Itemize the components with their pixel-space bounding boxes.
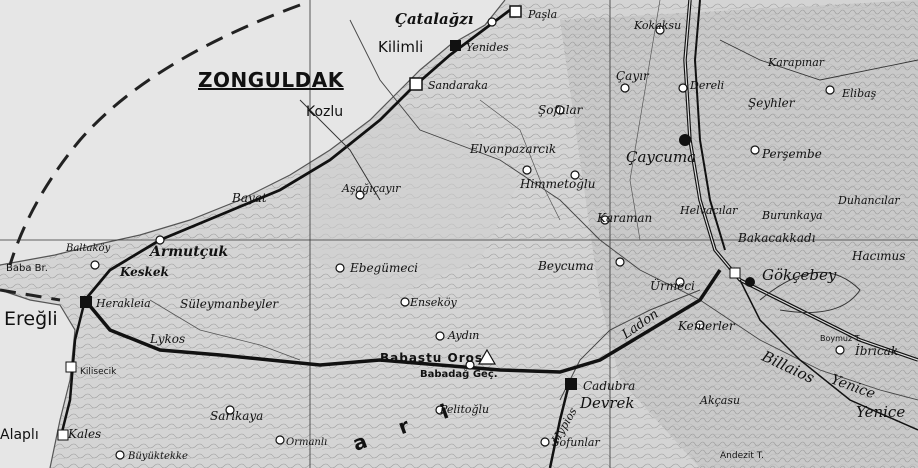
river-filyos: [349, 19, 918, 401]
label-cayir: Çayır: [616, 69, 649, 83]
town-label-devrek[interactable]: Devrek: [580, 394, 635, 412]
city-label-zonguldak[interactable]: ZONGULDAK: [198, 68, 344, 92]
main-road: [83, 269, 722, 374]
label-sarikaya: Sarıkaya: [210, 409, 264, 423]
town-label-alapli[interactable]: Alaplı: [0, 427, 39, 443]
town-label-gokcebey[interactable]: Gökçebey: [762, 266, 837, 284]
label-helvacilar: Helvacılar: [680, 204, 738, 217]
label-ormanli: Ormanlı: [286, 437, 328, 448]
label-herakleia: Herakleia: [96, 297, 151, 310]
label-asagicayir: Aşağıçayır: [342, 182, 401, 195]
label-ibricak: İbricak: [855, 344, 899, 358]
label-andezit: Andezit T.: [720, 451, 765, 461]
label-yenides: Yenides: [466, 41, 509, 54]
label-himmetoglu: Himmetoğlu: [520, 177, 596, 191]
label-pasla: Paşla: [528, 8, 558, 21]
label-boymuz: Boymuz T.: [820, 334, 862, 343]
town-label-caycuma[interactable]: Çaycuma: [626, 148, 697, 166]
black-sea: [0, 0, 505, 265]
label-buyuktekke: Büyüktekke: [128, 451, 188, 462]
label-suleymanbeyler: Süleymanbeyler: [180, 297, 279, 311]
label-hacimus: Hacımus: [852, 249, 906, 263]
label-armutcuk: Armutçuk: [150, 244, 229, 260]
label-sandaraka: Sandaraka: [428, 79, 488, 92]
label-beycuma: Beycuma: [538, 259, 594, 273]
town-label-catalagzi[interactable]: Çatalağzı: [395, 10, 474, 28]
label-ebegumeci: Ebegümeci: [350, 261, 418, 275]
label-burunkaya: Burunkaya: [762, 209, 823, 222]
label-bababurnu: Baba Br.: [6, 263, 48, 274]
town-label-kilimli[interactable]: Kilimli: [378, 38, 424, 56]
label-elvanpazarcik: Elvanpazarcık: [470, 142, 557, 156]
town-marker: [450, 40, 461, 51]
label-sofular: Şofular: [538, 103, 583, 117]
mountain-label-babadag: Babaştu Oros: [380, 351, 484, 365]
label-dereli: Dereli: [690, 79, 725, 92]
label-kilisecik: Kilisecik: [80, 367, 117, 377]
label-kokaksu: Kokaksu: [634, 19, 682, 32]
label-keskek: Keskek: [120, 265, 169, 279]
town-label-yenice[interactable]: Yenice: [856, 403, 906, 421]
label-bakacakkadi: Bakacakkadı: [738, 231, 816, 245]
west-sea: [0, 290, 75, 468]
label-elibas: Elibaş: [842, 87, 877, 100]
village-markers: [90, 17, 845, 460]
label-lykos: Lykos: [150, 332, 186, 346]
label-pelitoglu: Pelitoğlu: [440, 403, 490, 416]
label-duhancilar: Duhancılar: [838, 194, 900, 207]
label-kemerler: Kemerler: [678, 319, 735, 333]
label-bayat: Bayat: [232, 191, 267, 205]
label-persembe: Perşembe: [762, 147, 822, 161]
label-cadubra: Cadubra: [583, 379, 636, 393]
town-label-kozlu[interactable]: Kozlu: [306, 104, 344, 120]
label-kales: Kales: [68, 427, 102, 441]
label-urmeci: Ürmeci: [650, 279, 695, 293]
label-ensekoy: Enseköy: [410, 296, 457, 309]
label-sofunlar: Sofunlar: [552, 436, 600, 449]
label-karapinar: Karapınar: [768, 56, 825, 69]
coastal-road: [83, 8, 511, 301]
label-babadag-gec: Babadağ Geç.: [420, 369, 498, 380]
label-baltakoy: Baltaköy: [66, 243, 111, 254]
label-aydin: Aydın: [448, 329, 480, 342]
label-karaman: Karaman: [597, 211, 653, 225]
label-akcasu: Akçasu: [700, 394, 741, 407]
label-seyhler: Şeyhler: [748, 96, 795, 110]
town-label-eregli[interactable]: Ereğli: [4, 308, 58, 330]
